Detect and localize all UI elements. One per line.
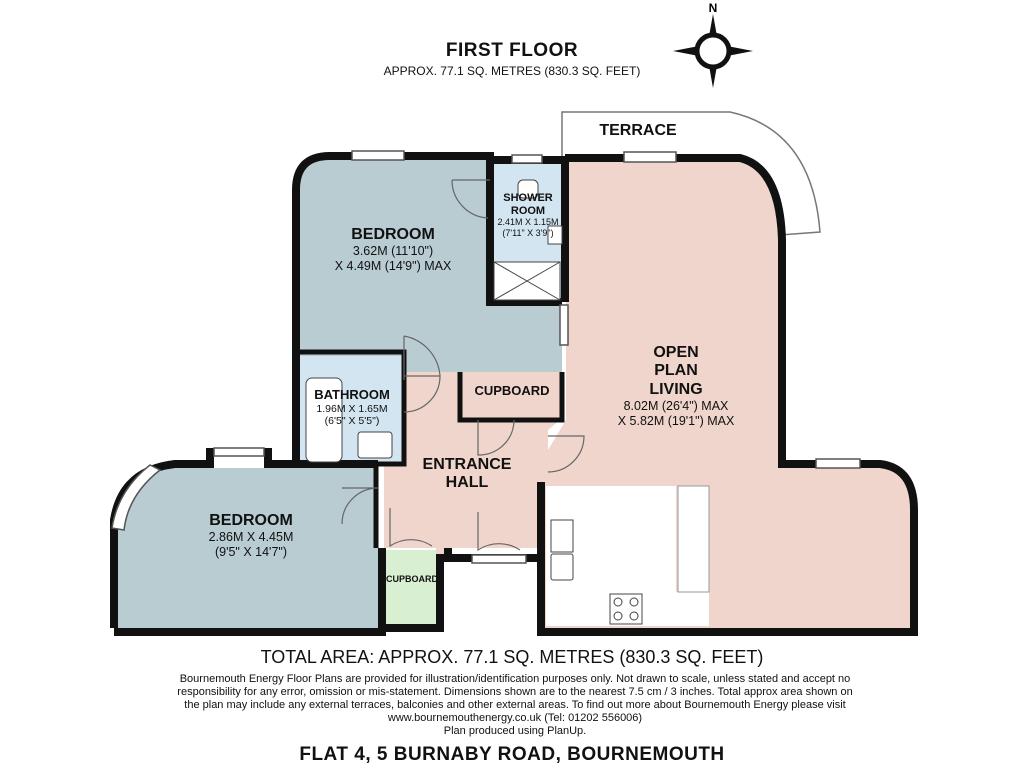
cupboard-2-label: CUPBOARD [384, 574, 440, 584]
floor-area-subtitle: APPROX. 77.1 SQ. METRES (830.3 SQ. FEET) [383, 64, 641, 78]
bedroom-1-dim2: X 4.49M (14'9") MAX [334, 258, 452, 273]
shower-room-label: SHOWER ROOM 2.41M X 1.15M (7'11" X 3'9") [492, 192, 564, 238]
floor-title: FIRST FLOOR [445, 40, 579, 61]
bedroom-1-name: BEDROOM [351, 226, 435, 243]
bathtub [305, 377, 343, 463]
entrance-hall-label: ENTRANCE HALL [402, 456, 532, 493]
shower-room-name1: SHOWER [503, 192, 553, 204]
window-living-right [815, 458, 861, 469]
drainer [550, 519, 574, 553]
terrace-label: TERRACE [568, 122, 708, 140]
kitchen-counter-right [676, 592, 709, 626]
window-front-door [471, 554, 527, 564]
window-bedroom-1 [351, 150, 405, 161]
window-living-top [623, 151, 677, 163]
bathroom-label: BATHROOM 1.96M X 1.65M (6'5" X 5'5") [300, 387, 404, 427]
cupboard-2-floor [384, 550, 436, 624]
terrace-name: TERRACE [599, 122, 677, 139]
open-plan-name2: PLAN [654, 362, 698, 380]
cupboard-1-partition [457, 372, 565, 423]
door-shower [451, 179, 490, 219]
breakfast-bar [677, 485, 710, 593]
bedroom-1-label: BEDROOM 3.62M (11'10") X 4.49M (14'9") M… [300, 226, 486, 273]
shower-room-dim1: 2.41M X 1.15M [497, 217, 559, 228]
disclaimer-line-2: responsibility for any error, omission o… [177, 686, 853, 698]
window-bedroom-2 [213, 447, 265, 457]
cupboard-2-name: CUPBOARD [385, 574, 438, 584]
open-plan-label: OPEN PLAN LIVING 8.02M (26'4") MAX X 5.8… [586, 344, 766, 428]
shower-room-dim2: (7'11" X 3'9") [502, 227, 554, 238]
door-bedroom-2 [341, 487, 379, 525]
bedroom-2-dim2: (9'5" X 14'7") [214, 544, 287, 559]
door-entrance [477, 512, 521, 552]
disclaimer-line-1: Bournemouth Energy Floor Plans are provi… [179, 673, 851, 685]
door-bathroom [403, 375, 441, 413]
bedroom-1-wall [292, 152, 562, 372]
bedroom-1-floor [300, 160, 562, 372]
compass-rose-icon: N [673, 1, 753, 88]
bay-window [111, 464, 162, 531]
kitchen-sink [550, 553, 574, 581]
door-living [547, 435, 585, 473]
cupboard-1-name: CUPBOARD [474, 383, 550, 398]
shower-toilet [517, 179, 539, 199]
open-plan-name1: OPEN [653, 344, 699, 361]
disclaimer-line-4: www.bournemouthenergy.co.uk (Tel: 01202 … [387, 712, 643, 724]
bedroom-2-dim1: 2.86M X 4.45M [208, 530, 294, 545]
disclaimer-line-3: the plan may include any external terrac… [184, 699, 846, 711]
property-address: FLAT 4, 5 BURNABY ROAD, BOURNEMOUTH [299, 744, 725, 765]
door-bedroom-1 [403, 335, 441, 380]
door-cupboard-2 [389, 508, 433, 548]
entrance-hall-name2: HALL [445, 474, 489, 492]
disclaimer-line-5: Plan produced using PlanUp. [443, 725, 587, 737]
window-living-left [559, 304, 569, 346]
open-plan-name3: LIVING [649, 380, 703, 398]
entrance-hall-name1: ENTRANCE [422, 456, 512, 473]
window-shower [511, 154, 543, 164]
door-cupboard-1 [477, 419, 515, 456]
bathroom-dim1: 1.96M X 1.65M [316, 402, 388, 415]
bathroom-partition [300, 349, 407, 467]
shower-room-name2: ROOM [510, 204, 546, 217]
total-area: TOTAL AREA: APPROX. 77.1 SQ. METRES (830… [260, 647, 764, 667]
open-plan-dim2: X 5.82M (19'1") MAX [617, 413, 735, 428]
bathroom-name: BATHROOM [314, 387, 390, 402]
disclaimer: Bournemouth Energy Floor Plans are provi… [170, 673, 860, 738]
bedroom-1-dim1: 3.62M (11'10") [352, 244, 434, 259]
bedroom-2-name: BEDROOM [209, 512, 293, 529]
bathroom-dim2: (6'5" X 5'5") [324, 415, 380, 427]
hob [609, 593, 643, 625]
bedroom-2-floor [118, 468, 378, 628]
bedroom-2-label: BEDROOM 2.86M X 4.45M (9'5" X 14'7") [170, 512, 332, 559]
cupboard-1-label: CUPBOARD [462, 383, 562, 399]
open-plan-dim1: 8.02M (26'4") MAX [623, 399, 729, 414]
living-wall [537, 154, 918, 636]
compass-north-label: N [709, 1, 718, 15]
bath-basin [357, 431, 393, 459]
shower-basin [547, 225, 563, 245]
